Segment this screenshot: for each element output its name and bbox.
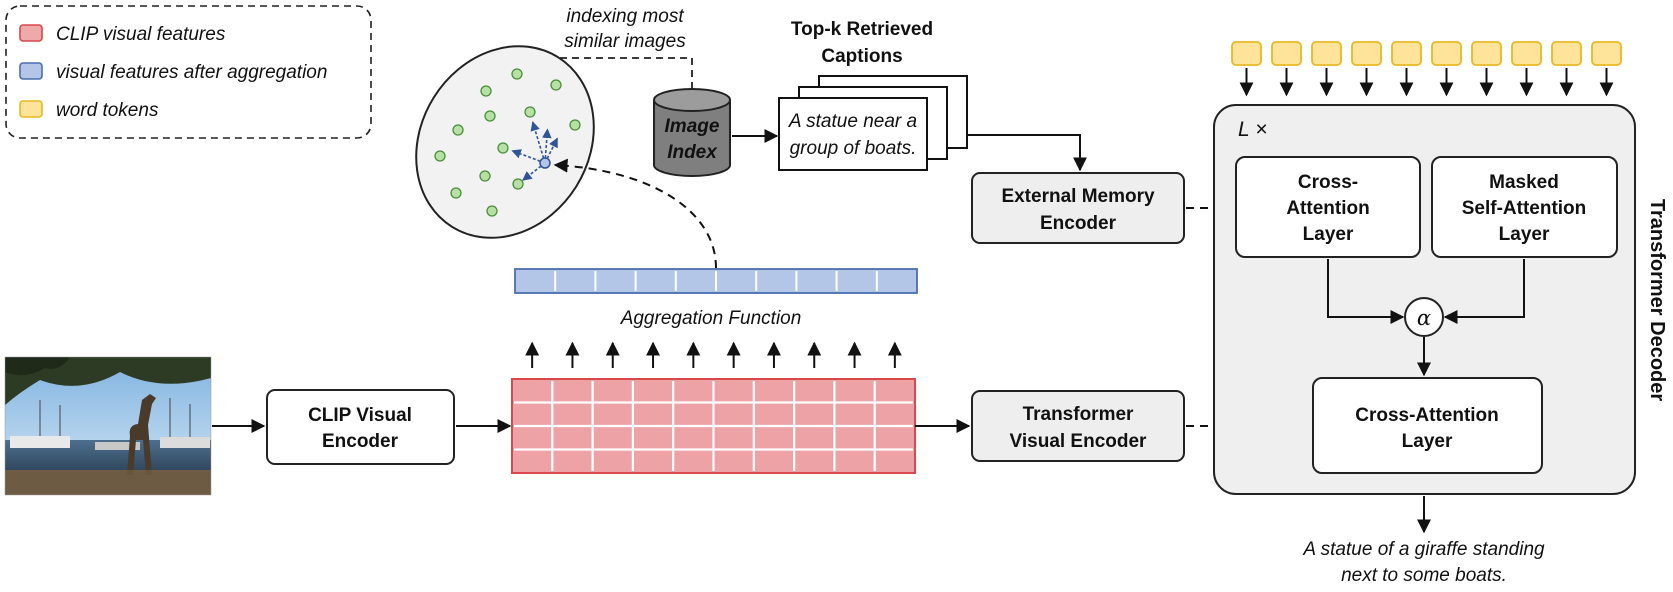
captions-to-memory-arrow: [967, 134, 1087, 172]
caption-text-line2: group of boats.: [790, 138, 917, 159]
neighbor-point: [497, 142, 509, 154]
cross-to-gate-arrow: [1327, 259, 1405, 324]
neighbor-point: [569, 119, 581, 131]
word-token: [1311, 41, 1342, 66]
aggregation-function-label: Aggregation Function: [620, 308, 802, 329]
alpha-gate: [1404, 297, 1444, 337]
transformer-visual-encoder: Transformer Visual Encoder: [971, 390, 1185, 462]
word-token: [1551, 41, 1582, 66]
legend: CLIP visual features visual features aft…: [5, 5, 372, 139]
legend-label-tokens: word tokens: [56, 100, 159, 121]
clip-encoder-label-line1: CLIP Visual: [308, 405, 412, 426]
transformer-encoder-label-line1: Transformer: [1023, 404, 1134, 425]
neighbor-point: [524, 106, 536, 118]
query-point: [539, 157, 551, 169]
legend-label-clip: CLIP visual features: [56, 24, 226, 45]
output-caption-line2: next to some boats.: [1341, 565, 1507, 586]
neighbor-point: [511, 68, 523, 80]
image-index-label-line2: Index: [667, 142, 718, 163]
cross-attention-2-line1: Cross-Attention: [1355, 405, 1499, 426]
neighbor-point: [450, 187, 462, 199]
neighbor-point: [480, 85, 492, 97]
neighbor-point: [484, 110, 496, 122]
neighbor-points: [434, 68, 581, 217]
neighbor-point: [550, 79, 562, 91]
topk-title-line2: Captions: [821, 46, 902, 67]
cross-attention-layer: [1235, 156, 1421, 258]
cross-attention-line1: Cross-: [1298, 172, 1358, 193]
neighbor-point: [452, 124, 464, 136]
image-index-label-line1: Image: [665, 116, 720, 137]
masked-attention-line1: Masked: [1489, 172, 1559, 193]
legend-swatch-clip: [19, 24, 43, 42]
decoder-repeat-label: L ×: [1238, 118, 1267, 141]
transformer-decoder: L × Cross- Attention Layer Masked Self-A…: [1213, 104, 1668, 495]
word-token: [1591, 41, 1622, 66]
transformer-encoder-label-line2: Visual Encoder: [1010, 431, 1148, 452]
legend-frame: [5, 5, 372, 139]
cross-attention-line2: Attention: [1286, 198, 1369, 219]
word-token: [1471, 41, 1502, 66]
transformer-decoder-label: Transformer Decoder: [1646, 199, 1668, 402]
cross-attention-2-line2: Layer: [1402, 431, 1453, 452]
word-tokens: [1231, 41, 1622, 97]
legend-label-aggregated: visual features after aggregation: [56, 62, 327, 83]
output-caption-line1: A statue of a giraffe standing: [1302, 539, 1545, 560]
indexing-label-line2: similar images: [564, 31, 686, 52]
image-index-cylinder: Image Index: [653, 88, 731, 177]
word-token: [1231, 41, 1262, 66]
embedding-space: [415, 45, 595, 239]
caption-card-front: [778, 97, 928, 171]
external-memory-label-line1: External Memory: [1001, 186, 1155, 207]
input-image: [4, 356, 212, 496]
alpha-symbol: α: [1417, 306, 1431, 330]
word-token: [1351, 41, 1382, 66]
aggregated-feature-strip: [514, 268, 918, 294]
neighbor-point: [512, 178, 524, 190]
cross-attention-line3: Layer: [1303, 224, 1354, 245]
neighbor-point: [434, 150, 446, 162]
knn-arrow: [530, 121, 546, 164]
masked-attention-line3: Layer: [1499, 224, 1550, 245]
neighbor-point: [479, 170, 491, 182]
query-connector: [553, 158, 717, 269]
indexing-label-line1: indexing most: [566, 6, 684, 27]
knn-arrow: [544, 137, 559, 164]
knn-arrow: [511, 149, 546, 164]
legend-swatch-aggregated: [19, 62, 43, 80]
masked-to-gate-arrow: [1443, 259, 1525, 324]
neighbor-point: [486, 205, 498, 217]
caption-text-line1: A statue near a: [788, 111, 917, 132]
retrieved-captions: Top-k Retrieved Captions A statue near a…: [778, 19, 968, 171]
masked-attention-line2: Self-Attention: [1462, 198, 1587, 219]
external-memory-encoder: External Memory Encoder: [971, 172, 1185, 244]
word-token: [1511, 41, 1542, 66]
word-token: [1391, 41, 1422, 66]
clip-encoder-label-line2: Encoder: [322, 431, 399, 452]
word-token: [1271, 41, 1302, 66]
word-token: [1431, 41, 1462, 66]
cross-attention-layer-2: [1312, 377, 1543, 474]
clip-feature-grid: [511, 378, 916, 474]
legend-swatch-tokens: [19, 100, 43, 118]
indexing-connector: [560, 57, 693, 90]
masked-self-attention-layer: [1431, 156, 1618, 258]
clip-visual-encoder: CLIP Visual Encoder: [266, 389, 455, 465]
external-memory-label-line2: Encoder: [1040, 213, 1117, 234]
aggregation-arrows: [525, 341, 902, 368]
topk-title-line1: Top-k Retrieved: [791, 19, 933, 40]
